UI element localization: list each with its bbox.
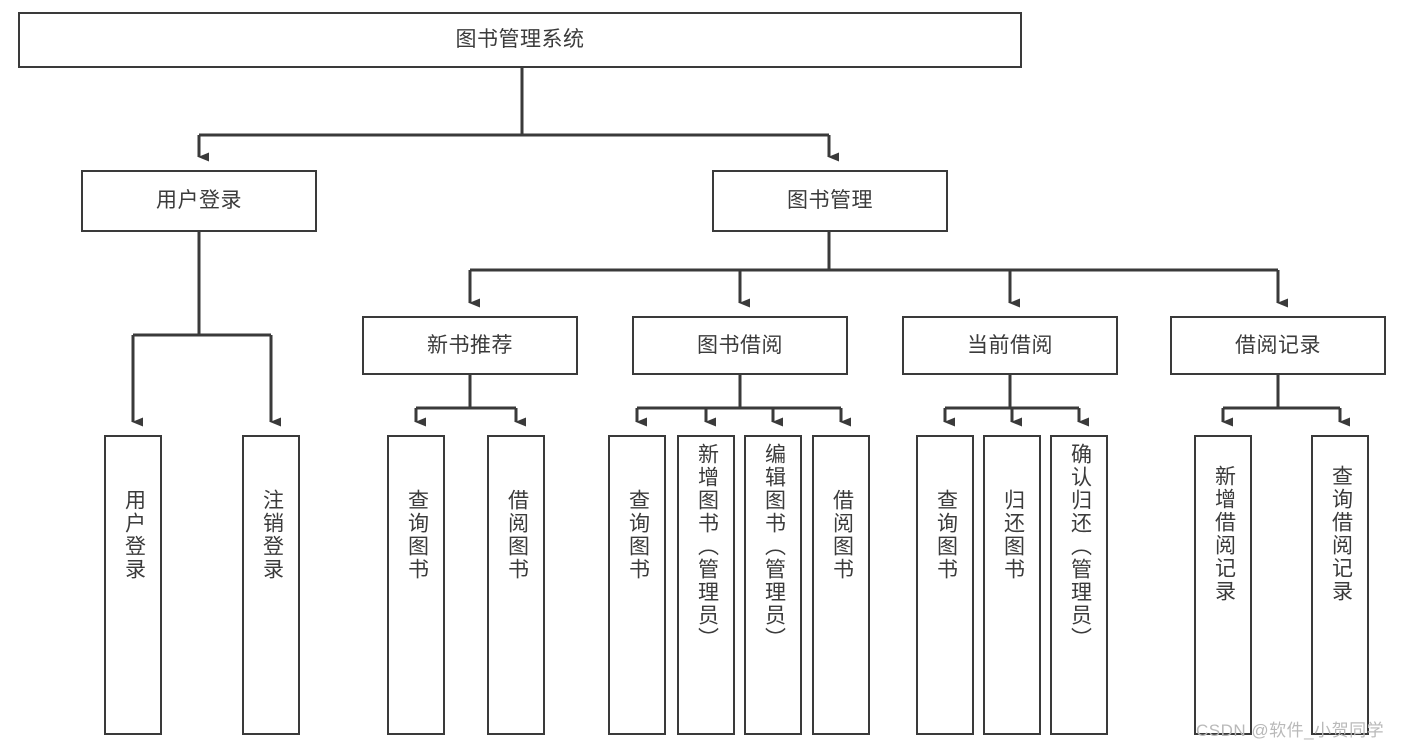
leaf-confirm-return-admin[interactable]: 确认归还（管理员） — [1050, 435, 1108, 735]
leaf-edit-book-admin-label: 编辑图书（管理员） — [762, 443, 786, 650]
leaf-edit-book-admin[interactable]: 编辑图书（管理员） — [744, 435, 802, 735]
node-current-borrow-label: 当前借阅 — [967, 333, 1053, 357]
node-book-management[interactable]: 图书管理 — [712, 170, 948, 232]
leaf-query-borrow-record[interactable]: 查询借阅记录 — [1311, 435, 1369, 735]
leaf-add-borrow-record[interactable]: 新增借阅记录 — [1194, 435, 1252, 735]
node-user-login[interactable]: 用户登录 — [81, 170, 317, 232]
leaf-add-borrow-record-label: 新增借阅记录 — [1212, 465, 1236, 603]
leaf-query-book-borrow-label: 查询图书 — [626, 489, 650, 581]
node-book-borrow-label: 图书借阅 — [697, 333, 783, 357]
leaf-add-book-admin-label: 新增图书（管理员） — [695, 443, 719, 650]
leaf-user-login[interactable]: 用户登录 — [104, 435, 162, 735]
leaf-logout[interactable]: 注销登录 — [242, 435, 300, 735]
leaf-borrow-book[interactable]: 借阅图书 — [812, 435, 870, 735]
csdn-watermark: CSDN @软件_小贺同学 — [1196, 721, 1385, 740]
leaf-add-book-admin[interactable]: 新增图书（管理员） — [677, 435, 735, 735]
node-new-book-recommend-label: 新书推荐 — [427, 333, 513, 357]
node-book-borrow[interactable]: 图书借阅 — [632, 316, 848, 375]
leaf-borrow-book-newbook-label: 借阅图书 — [505, 489, 529, 581]
leaf-query-book-newbook-label: 查询图书 — [405, 489, 429, 581]
node-new-book-recommend[interactable]: 新书推荐 — [362, 316, 578, 375]
leaf-query-borrow-record-label: 查询借阅记录 — [1329, 465, 1353, 603]
node-current-borrow[interactable]: 当前借阅 — [902, 316, 1118, 375]
node-book-management-label: 图书管理 — [787, 189, 873, 213]
leaf-confirm-return-admin-label: 确认归还（管理员） — [1068, 443, 1092, 650]
leaf-query-book-newbook[interactable]: 查询图书 — [387, 435, 445, 735]
leaf-user-login-label: 用户登录 — [122, 489, 146, 581]
node-user-login-label: 用户登录 — [156, 189, 242, 213]
node-borrow-record-label: 借阅记录 — [1235, 333, 1321, 357]
node-root[interactable]: 图书管理系统 — [18, 12, 1022, 68]
leaf-return-book-label: 归还图书 — [1001, 489, 1025, 581]
leaf-query-book-current-label: 查询图书 — [934, 489, 958, 581]
leaf-borrow-book-newbook[interactable]: 借阅图书 — [487, 435, 545, 735]
leaf-borrow-book-label: 借阅图书 — [830, 489, 854, 581]
leaf-logout-label: 注销登录 — [260, 489, 284, 581]
leaf-return-book[interactable]: 归还图书 — [983, 435, 1041, 735]
leaf-query-book-borrow[interactable]: 查询图书 — [608, 435, 666, 735]
leaf-query-book-current[interactable]: 查询图书 — [916, 435, 974, 735]
node-borrow-record[interactable]: 借阅记录 — [1170, 316, 1386, 375]
node-root-label: 图书管理系统 — [455, 28, 585, 52]
